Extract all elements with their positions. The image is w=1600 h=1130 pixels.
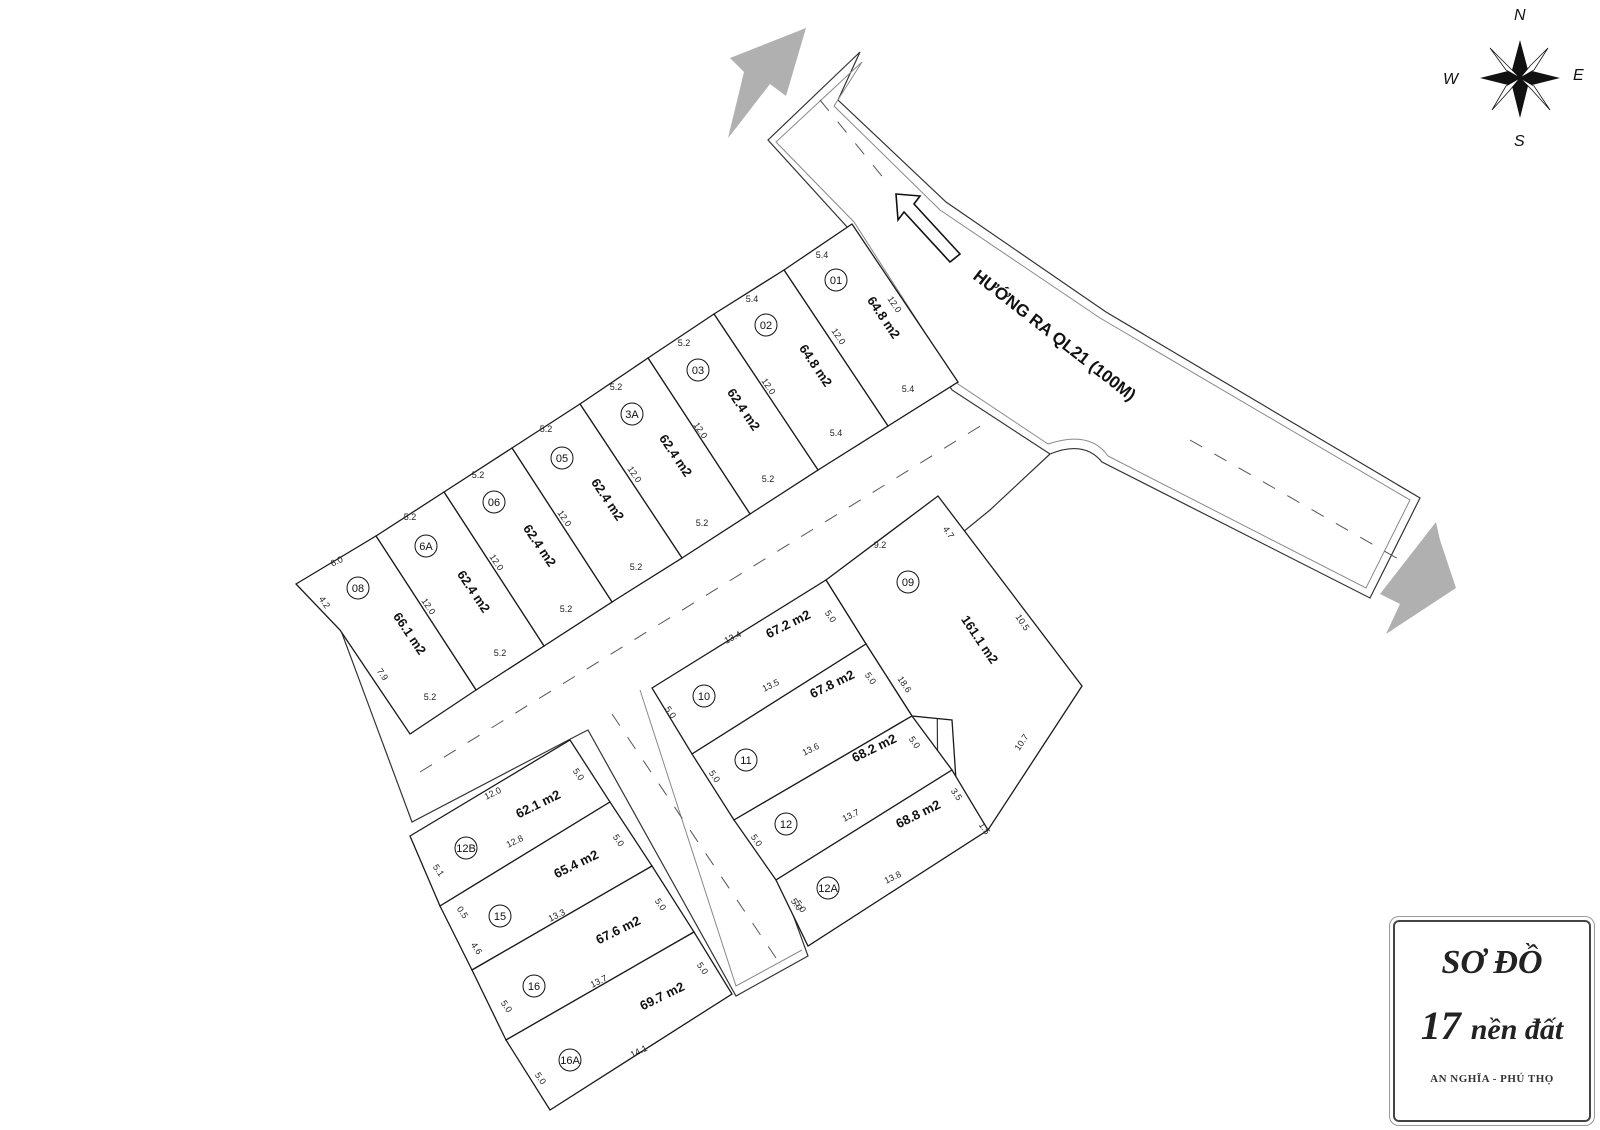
internal-road-centerline-2	[611, 713, 777, 959]
lot-id-circle	[620, 402, 644, 426]
road-direction-arrow-icon	[895, 193, 962, 264]
title-location: AN NGHĨA - PHÚ THỌ	[1430, 1073, 1554, 1085]
lot-id-label: 03	[692, 365, 704, 377]
main-road-centerline	[819, 99, 1401, 561]
lot-id-circle	[558, 1048, 582, 1072]
lot-id-circle	[816, 876, 840, 900]
title-line-2-rest: nền đất	[1470, 1013, 1564, 1046]
lot-id-label: 06	[488, 497, 500, 509]
lot-id-label: 10	[698, 691, 710, 703]
dimension-label: 5.4	[830, 428, 843, 438]
lot-id-label: 12	[780, 819, 792, 831]
dimension-label: 5.2	[404, 512, 417, 522]
lot-id-label: 08	[352, 583, 364, 595]
compass-n: N	[1514, 7, 1526, 24]
dimension-label: 5.2	[424, 692, 437, 702]
compass-w: W	[1443, 71, 1460, 88]
title-number: 17	[1420, 1003, 1461, 1048]
lot-id-circle	[454, 836, 478, 860]
dimension-label: 5.4	[746, 294, 759, 304]
lot-id-circle	[824, 268, 848, 292]
lot-id-circle	[414, 534, 438, 558]
lot-id-circle	[774, 812, 798, 836]
direction-arrow-se-icon	[1380, 522, 1456, 634]
lot-id-circle	[896, 570, 920, 594]
dimension-label: 5.2	[630, 562, 643, 572]
dimension-label: 5.2	[560, 604, 573, 614]
title-line-1: SƠ ĐỒ	[1441, 944, 1543, 981]
direction-arrow-nw-icon	[728, 28, 806, 138]
dimension-label: 5.4	[816, 250, 829, 260]
lot-id-circle	[550, 446, 574, 470]
lot-id-label: 15	[494, 911, 506, 923]
lot-id-label: 3A	[625, 409, 639, 421]
title-line-2: 17 nền đất	[1395, 1002, 1589, 1049]
dimension-label: 5.4	[902, 384, 915, 394]
title-box: SƠ ĐỒ 17 nền đất AN NGHĨA - PHÚ THỌ	[1393, 920, 1591, 1122]
dimension-label: 5.2	[472, 470, 485, 480]
compass-e: E	[1573, 67, 1584, 84]
lot-id-circle	[692, 684, 716, 708]
lot-id-label: 12A	[818, 883, 838, 895]
lot-id-label: 11	[740, 755, 751, 767]
dimension-label: 5.2	[540, 424, 553, 434]
dimension-label: 5.2	[494, 648, 507, 658]
lot-id-label: 16	[528, 981, 540, 993]
internal-road-edge-2	[639, 689, 803, 987]
lot-id-label: 16A	[560, 1055, 580, 1067]
compass-icon: N S E W	[1443, 7, 1584, 150]
lot-id-label: 12B	[456, 843, 476, 855]
lot-id-label: 02	[760, 320, 772, 332]
dimension-label: 5.2	[610, 382, 623, 392]
lot-id-circle	[686, 358, 710, 382]
lot-id-circle	[522, 974, 546, 998]
lot-id-label: 01	[830, 275, 842, 287]
dimension-label: 5.2	[678, 338, 691, 348]
lot-id-circle	[754, 313, 778, 337]
lot-08[interactable]	[294, 535, 477, 735]
dimension-label: 6.0	[329, 554, 345, 568]
dimension-label: 5.2	[696, 518, 709, 528]
lot-id-circle	[488, 904, 512, 928]
dimension-label: 9.2	[874, 540, 887, 550]
lot-id-circle	[734, 748, 758, 772]
main-road-inner-edge	[775, 61, 1411, 589]
lot-id-circle	[346, 576, 370, 600]
compass-s: S	[1514, 133, 1525, 150]
lot-id-circle	[482, 490, 506, 514]
main-road-edge	[767, 51, 1421, 599]
lot-id-label: 09	[902, 577, 914, 589]
lot-12A[interactable]	[775, 769, 989, 947]
lot-id-label: 6A	[419, 541, 433, 553]
dimension-label: 5.2	[762, 474, 775, 484]
lot-id-label: 05	[556, 453, 568, 465]
lot-block-east	[651, 495, 1083, 947]
